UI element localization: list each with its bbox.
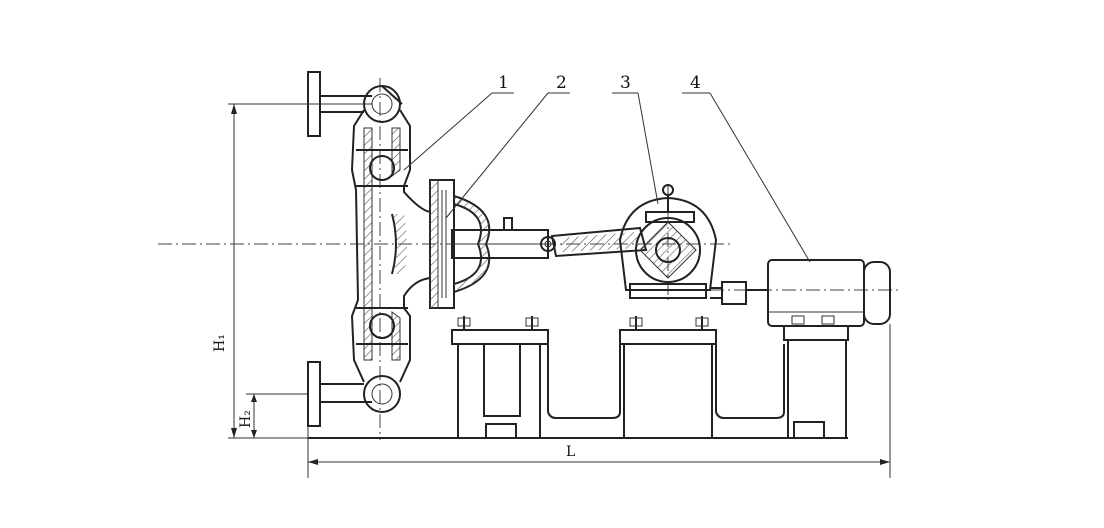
- callout-3: 3: [620, 73, 631, 93]
- pump-body: [307, 71, 431, 427]
- callout-1: 1: [498, 73, 509, 93]
- base-frame: [308, 315, 849, 439]
- dimension-lines: [228, 103, 891, 478]
- dimension-h2-label: H₂: [238, 410, 254, 428]
- callout-4: 4: [690, 73, 701, 93]
- diaphragm-chamber: [429, 179, 556, 309]
- callout-2: 2: [556, 73, 567, 93]
- crank-link: [550, 226, 648, 258]
- leader-lines: [403, 92, 811, 263]
- gearbox: [618, 184, 718, 299]
- dimension-h1-label: H₁: [212, 334, 228, 352]
- dimension-l-label: L: [566, 444, 575, 460]
